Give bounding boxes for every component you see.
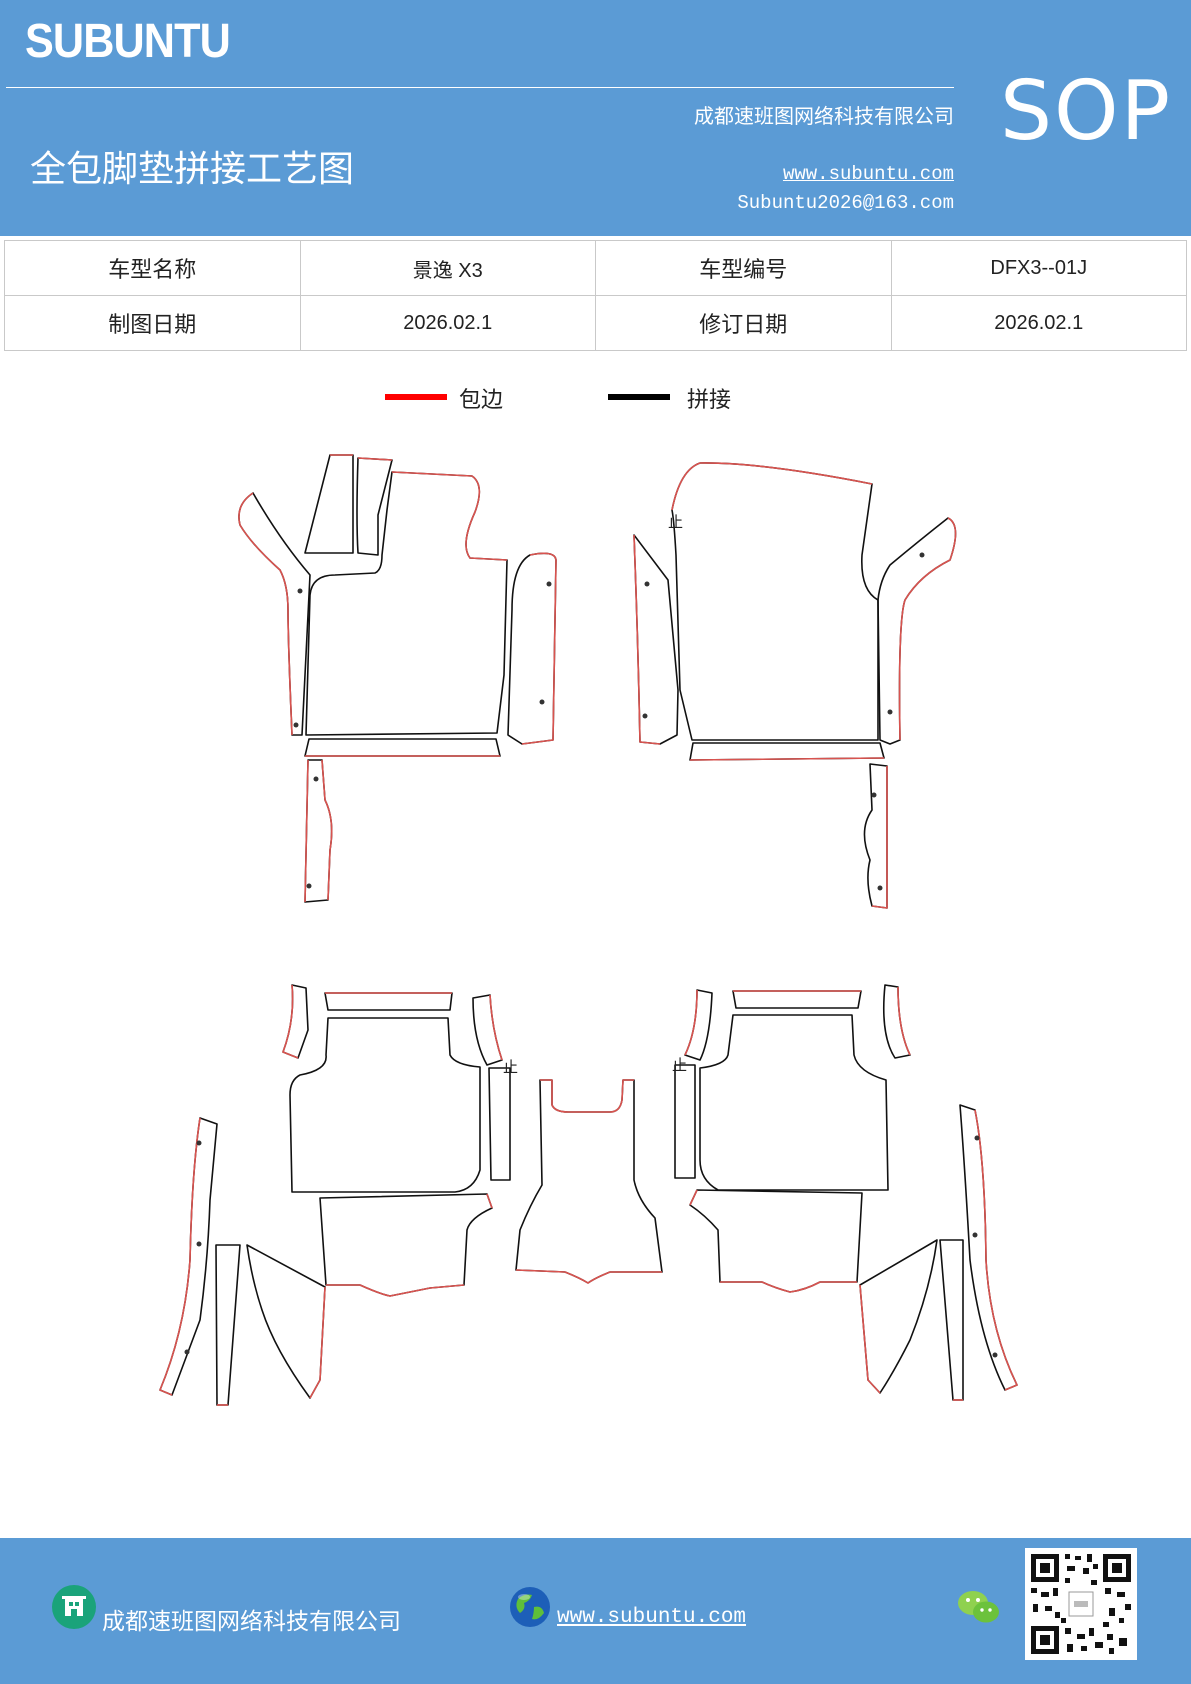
rear-right-top-strip — [732, 990, 862, 1009]
legend: 包边 拼接 — [0, 382, 1191, 422]
model-code-value: DFX3--01J — [890, 240, 1187, 296]
front-left-strip-b — [356, 457, 393, 556]
front-left-main-edge — [391, 471, 508, 561]
header-email: Subuntu2026@163.com — [737, 192, 954, 214]
page-header: SUBUNTU 成都速班图网络科技有限公司 全包脚垫拼接工艺图 www.subu… — [0, 0, 1191, 236]
front-left-side-edge — [238, 492, 293, 736]
front-right-main-edge — [671, 462, 873, 511]
rear-left-bottom-edge — [326, 1193, 493, 1297]
header-company-name: 成都速班图网络科技有限公司 — [694, 104, 954, 128]
stop-mark-front-right: 止 — [668, 513, 683, 531]
rear-left-triangle-edge — [309, 1286, 326, 1399]
rear-left-mat-group: 止 — [159, 984, 518, 1406]
legend-label-edging: 包边 — [459, 388, 504, 413]
stop-mark-rear-left: 止 — [503, 1058, 518, 1076]
front-left-side-piece — [238, 492, 311, 736]
rear-left-outer-edge — [159, 1117, 201, 1396]
drawing-date-label: 制图日期 — [4, 295, 301, 351]
rear-left-top-strip — [324, 992, 453, 1011]
rear-left-main-panel — [289, 1017, 481, 1193]
rear-right-triangle-piece — [859, 1239, 938, 1394]
rear-left-small-left — [282, 984, 309, 1059]
header-website-link[interactable]: www.subuntu.com — [782, 163, 954, 185]
footer-website-link[interactable]: www.subuntu.com — [557, 1606, 747, 1629]
center-tunnel-group — [515, 1079, 663, 1284]
legend-swatch-edging — [385, 394, 447, 400]
front-right-left-edge — [633, 534, 661, 745]
rear-left-triangle-piece — [246, 1244, 326, 1399]
front-left-main-panel — [305, 471, 508, 736]
front-right-side-edge — [898, 517, 957, 741]
rear-left-small-right — [472, 994, 503, 1066]
rear-right-outer-strip — [959, 1104, 1018, 1391]
document-title: 全包脚垫拼接工艺图 — [30, 149, 355, 190]
revision-date-label: 修订日期 — [595, 295, 892, 351]
sop-badge: SOP — [1000, 64, 1173, 159]
model-code-label: 车型编号 — [595, 240, 892, 296]
center-tunnel-edge — [515, 1079, 662, 1284]
front-right-lower-edge — [871, 766, 888, 909]
rear-right-mat-group: 止 — [672, 984, 1018, 1401]
front-right-mat-group: 止 — [633, 462, 957, 909]
rear-right-small-left — [684, 989, 713, 1061]
model-name-value: 景逸 X3 — [299, 240, 596, 296]
drawing-date-value: 2026.02.1 — [299, 295, 596, 351]
footer-company-name: 成都速班图网络科技有限公司 — [102, 1609, 401, 1635]
qr-code-icon — [1025, 1548, 1137, 1660]
rear-right-outer-edge — [974, 1109, 1018, 1391]
rear-left-narrow-strip — [488, 1067, 511, 1181]
front-right-bottom-bar — [689, 742, 885, 761]
front-right-left-piece — [633, 534, 679, 745]
rear-right-vertical-strip — [939, 1239, 964, 1401]
rear-right-narrow-strip — [674, 1064, 696, 1179]
front-right-main-panel — [671, 462, 879, 741]
stop-mark-rear-right: 止 — [672, 1056, 687, 1074]
rear-left-small-right-edge — [489, 994, 503, 1061]
wechat-icon[interactable] — [956, 1588, 1002, 1628]
rear-right-triangle-edge — [859, 1284, 881, 1394]
rear-left-bottom-panel — [319, 1193, 493, 1297]
center-tunnel-panel — [515, 1079, 663, 1284]
building-icon — [52, 1585, 96, 1629]
rear-right-main-panel — [699, 1014, 889, 1191]
rear-left-vertical-strip — [215, 1244, 241, 1406]
model-name-label: 车型名称 — [4, 240, 301, 296]
front-left-strip-a — [304, 454, 354, 554]
rear-right-bottom-panel — [689, 1189, 863, 1293]
floor-mat-pattern-drawing: 止 止 — [159, 454, 1018, 1406]
front-left-lower-strip — [304, 759, 333, 903]
page-footer: 成都速班图网络科技有限公司 www.subuntu.com — [0, 1538, 1191, 1684]
legend-swatch-seam — [608, 394, 670, 400]
front-right-bottom-edge — [689, 757, 885, 761]
rear-right-small-left-edge — [684, 989, 698, 1056]
header-divider — [6, 87, 954, 88]
front-left-strip-b-edge — [357, 457, 393, 461]
front-left-right-edge — [521, 552, 557, 745]
front-left-bottom-bar — [304, 738, 501, 757]
brand-logo: SUBUNTU — [25, 15, 231, 68]
front-left-lower-edge — [304, 759, 333, 903]
front-right-lower-strip — [863, 763, 888, 909]
globe-icon — [508, 1585, 552, 1629]
rear-right-small-right-edge — [897, 986, 911, 1056]
front-left-mat-group — [238, 454, 557, 903]
table-row: 车型名称 景逸 X3 车型编号 DFX3--01J — [4, 240, 1187, 296]
legend-label-seam: 拼接 — [687, 388, 732, 413]
table-row: 制图日期 2026.02.1 修订日期 2026.02.1 — [4, 295, 1187, 351]
vehicle-info-table: 车型名称 景逸 X3 车型编号 DFX3--01J 制图日期 2026.02.1… — [4, 240, 1187, 351]
rear-right-bottom-edge — [689, 1189, 857, 1293]
revision-date-value: 2026.02.1 — [890, 295, 1187, 351]
rear-left-small-left-edge — [282, 984, 299, 1059]
